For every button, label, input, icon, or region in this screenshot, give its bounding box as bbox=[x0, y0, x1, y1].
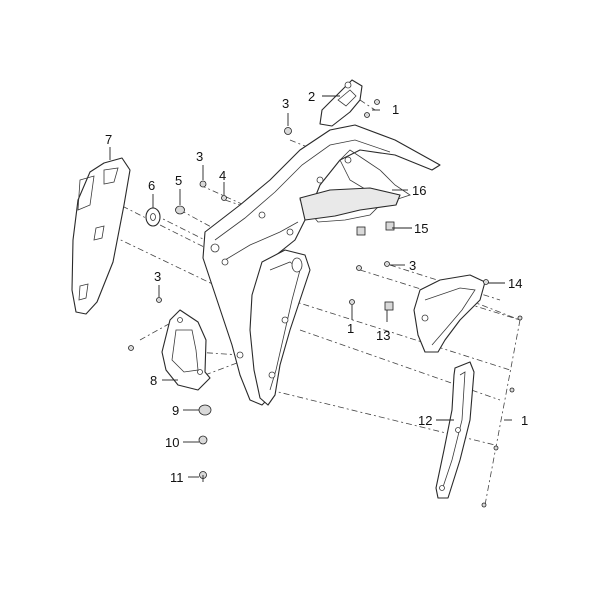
callout-8: 8 bbox=[150, 373, 157, 388]
mount-bracket-part-8 bbox=[161, 309, 211, 391]
callout-12: 12 bbox=[418, 413, 432, 428]
left-side-cover-part-7 bbox=[71, 157, 131, 315]
callout-10: 10 bbox=[165, 435, 179, 450]
right-inner-cover-part-14 bbox=[384, 274, 486, 353]
leader-lines bbox=[109, 95, 512, 478]
callout-15: 15 bbox=[414, 221, 428, 236]
callout-9: 9 bbox=[172, 403, 179, 418]
callout-3-top: 3 bbox=[282, 96, 289, 111]
trim-strip-part-12 bbox=[435, 361, 475, 499]
callout-7: 7 bbox=[105, 132, 112, 147]
switch-assembly-part-2 bbox=[319, 79, 363, 127]
callout-1-top: 1 bbox=[392, 102, 399, 117]
callout-13: 13 bbox=[376, 328, 390, 343]
grommet-part-6 bbox=[145, 207, 161, 227]
fastener-stack bbox=[198, 404, 212, 482]
callout-1-mid: 1 bbox=[347, 321, 354, 336]
callout-6: 6 bbox=[148, 178, 155, 193]
clip-part-15 bbox=[356, 221, 395, 236]
inner-vent-panel bbox=[249, 249, 311, 406]
callout-16: 16 bbox=[412, 183, 426, 198]
callout-3-left: 3 bbox=[154, 269, 161, 284]
callout-4: 4 bbox=[219, 168, 226, 183]
callout-5: 5 bbox=[175, 173, 182, 188]
callout-14: 14 bbox=[508, 276, 522, 291]
callout-11: 11 bbox=[170, 470, 184, 485]
bracket-part-16 bbox=[299, 187, 401, 221]
callout-3-right: 3 bbox=[409, 258, 416, 273]
callout-3-mid: 3 bbox=[196, 149, 203, 164]
callout-2: 2 bbox=[308, 89, 315, 104]
callout-1-right: 1 bbox=[521, 413, 528, 428]
callout-labels: 1 2 3 7 6 5 3 4 16 15 3 3 14 1 13 8 9 10… bbox=[105, 89, 528, 485]
screws bbox=[128, 99, 523, 508]
nut-part-5 bbox=[175, 205, 185, 215]
